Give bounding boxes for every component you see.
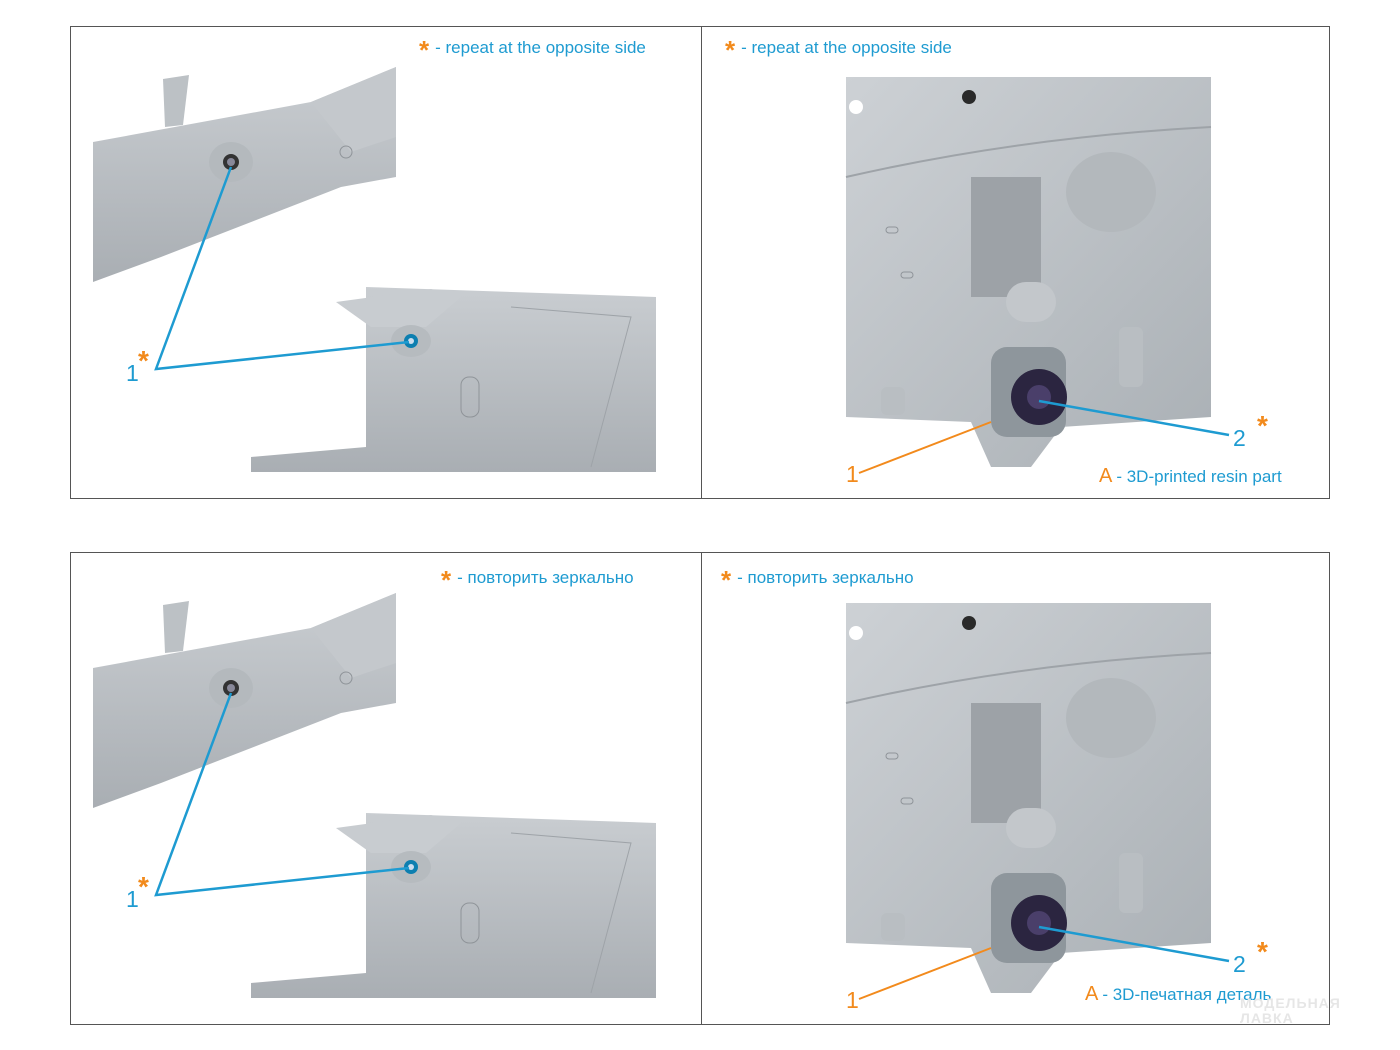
callout-2: 2: [1233, 425, 1246, 451]
panel-divider: [701, 553, 702, 1024]
callout-2: 2: [1233, 951, 1246, 977]
asterisk-icon: *: [419, 35, 430, 65]
repeat-note-right: * - repeat at the opposite side: [725, 35, 952, 66]
callout-1-left: 1: [126, 886, 139, 912]
repeat-note-left: * - repeat at the opposite side: [419, 35, 646, 66]
callout-asterisk: *: [1257, 936, 1268, 967]
instruction-panel-russian: * - повторить зеркально 1 * * - повторить …: [70, 552, 1330, 1025]
legend-text: - 3D-printed resin part: [1116, 467, 1282, 486]
repeat-note-left: * - повторить зеркально: [441, 565, 634, 596]
callout-1-left: 1: [126, 360, 139, 386]
repeat-note-right: * - повторить зеркально: [721, 565, 914, 596]
callout-asterisk: *: [1257, 410, 1268, 441]
legend-resin-part: A- 3D-печатная деталь: [1085, 983, 1271, 1006]
callout-asterisk: *: [138, 345, 149, 376]
legend-letter: A: [1085, 983, 1099, 1005]
instruction-panel-english: * - repeat at the opposite side 1 * * - re…: [70, 26, 1330, 499]
legend-resin-part: A- 3D-printed resin part: [1099, 465, 1282, 488]
repeat-note-text: - повторить зеркально: [457, 568, 634, 587]
legend-text: - 3D-печатная деталь: [1102, 985, 1272, 1004]
callout-1-right: 1: [846, 987, 859, 1013]
repeat-note-text: - repeat at the opposite side: [435, 38, 646, 57]
asterisk-icon: *: [721, 565, 732, 595]
legend-letter: A: [1099, 465, 1113, 487]
asterisk-icon: *: [441, 565, 452, 595]
callout-asterisk: *: [138, 871, 149, 902]
repeat-note-text: - repeat at the opposite side: [741, 38, 952, 57]
repeat-note-text: - повторить зеркально: [737, 568, 914, 587]
asterisk-icon: *: [725, 35, 736, 65]
panel-divider: [701, 27, 702, 498]
callout-1-right: 1: [846, 461, 859, 487]
